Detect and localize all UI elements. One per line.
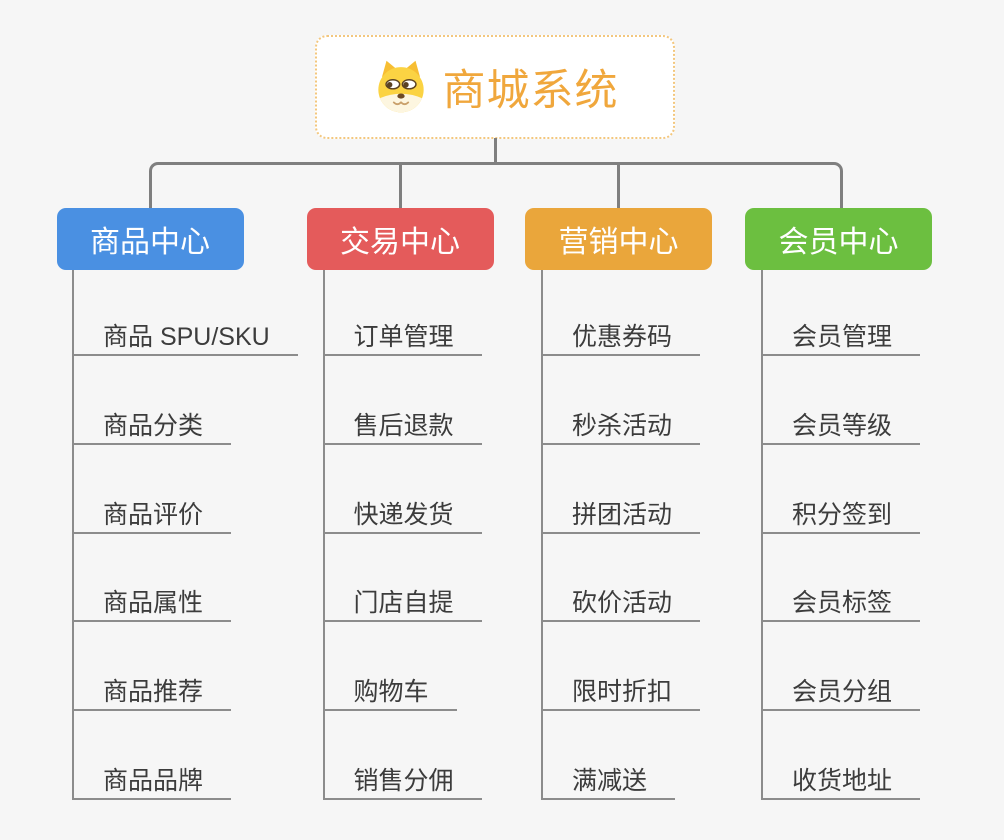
doge-icon bbox=[372, 58, 430, 116]
child-topic[interactable]: 商品推荐 bbox=[72, 622, 232, 711]
root-node[interactable]: 商城系统 bbox=[315, 35, 675, 139]
connector-stub-trade bbox=[398, 164, 402, 208]
trade-children-column: 订单管理 售后退款 快递发货 门店自提 购物车 销售分佣 bbox=[322, 268, 482, 800]
child-topic[interactable]: 商品品牌 bbox=[72, 711, 232, 800]
marketing-children-column: 优惠券码 秒杀活动 拼团活动 砍价活动 限时折扣 满减送 bbox=[541, 268, 701, 800]
child-topic[interactable]: 销售分佣 bbox=[322, 711, 482, 800]
product-children-column: 商品 SPU/SKU 商品分类 商品评价 商品属性 商品推荐 商品品牌 bbox=[72, 268, 298, 800]
child-topic[interactable]: 商品评价 bbox=[72, 445, 232, 534]
connector-product-children bbox=[72, 270, 74, 800]
child-topic[interactable]: 限时折扣 bbox=[541, 622, 701, 711]
child-topic[interactable]: 会员等级 bbox=[761, 356, 921, 445]
child-topic[interactable]: 商品 SPU/SKU bbox=[72, 268, 298, 357]
connector-corner-left bbox=[148, 161, 176, 211]
child-topic[interactable]: 门店自提 bbox=[322, 534, 482, 623]
child-topic[interactable]: 积分签到 bbox=[761, 445, 921, 534]
child-topic[interactable]: 砍价活动 bbox=[541, 534, 701, 623]
child-topic[interactable]: 拼团活动 bbox=[541, 445, 701, 534]
connector-root-drop bbox=[493, 138, 497, 164]
child-topic[interactable]: 优惠券码 bbox=[541, 268, 701, 357]
connector-member-children bbox=[761, 270, 763, 800]
child-topic[interactable]: 商品属性 bbox=[72, 534, 232, 623]
branch-member-center[interactable]: 会员中心 bbox=[745, 208, 932, 270]
child-topic[interactable]: 商品分类 bbox=[72, 356, 232, 445]
branch-trade-center[interactable]: 交易中心 bbox=[306, 208, 494, 270]
child-topic[interactable]: 满减送 bbox=[541, 711, 676, 800]
connector-stub-marketing bbox=[617, 164, 620, 208]
child-topic[interactable]: 会员分组 bbox=[761, 622, 921, 711]
member-children-column: 会员管理 会员等级 积分签到 会员标签 会员分组 收货地址 bbox=[761, 268, 921, 800]
child-topic[interactable]: 购物车 bbox=[322, 622, 457, 711]
child-topic[interactable]: 会员管理 bbox=[761, 268, 921, 357]
connector-marketing-children bbox=[541, 270, 543, 800]
child-topic[interactable]: 会员标签 bbox=[761, 534, 921, 623]
child-topic[interactable]: 售后退款 bbox=[322, 356, 482, 445]
branch-product-center[interactable]: 商品中心 bbox=[56, 208, 244, 270]
connector-horizontal bbox=[170, 161, 818, 165]
connector-corner-right bbox=[815, 161, 843, 211]
child-topic[interactable]: 订单管理 bbox=[322, 268, 482, 357]
child-topic[interactable]: 收货地址 bbox=[761, 711, 921, 800]
connector-trade-children bbox=[322, 270, 325, 800]
child-topic[interactable]: 快递发货 bbox=[322, 445, 482, 534]
child-topic[interactable]: 秒杀活动 bbox=[541, 356, 701, 445]
root-title: 商城系统 bbox=[442, 67, 619, 115]
branch-marketing-center[interactable]: 营销中心 bbox=[525, 208, 712, 270]
